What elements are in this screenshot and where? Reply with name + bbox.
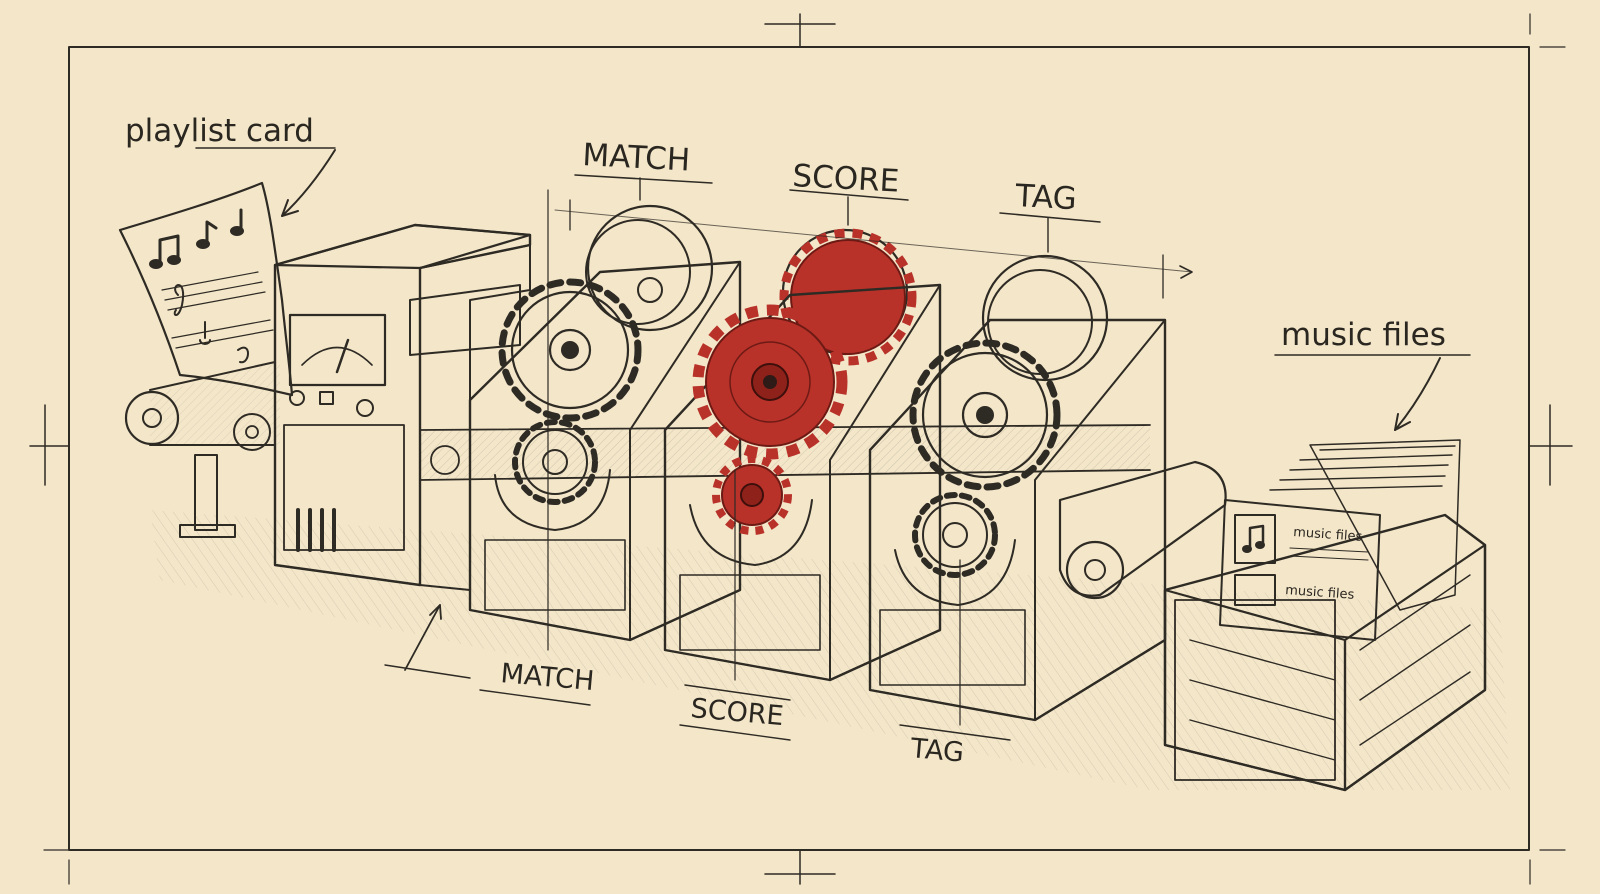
gear-icon — [498, 278, 642, 505]
match-machine — [468, 189, 742, 651]
label-score-top: SCORE — [792, 158, 901, 200]
label-tag-bottom: TAG — [908, 733, 965, 769]
label-tag-top: TAG — [1014, 178, 1078, 217]
record-label-1: music files — [1293, 525, 1363, 545]
gauge-meter-icon — [288, 313, 387, 387]
record-label-2: music files — [1285, 583, 1355, 603]
label-playlist-card: playlist card — [125, 113, 314, 149]
music-note-icon — [1234, 514, 1276, 564]
input-conveyor — [124, 360, 280, 538]
gear-icon — [909, 339, 1061, 578]
playlist-card — [118, 181, 294, 397]
scanner-cabinet — [273, 223, 532, 591]
output-conveyor — [1058, 460, 1227, 600]
label-match-top: MATCH — [582, 137, 691, 179]
label-music-files: music files — [1281, 317, 1446, 353]
wooden-crate-icon — [1163, 439, 1487, 792]
red-gear-back — [790, 239, 906, 355]
music-note-icon — [149, 208, 244, 269]
frame-border — [29, 13, 1573, 885]
gear-icon-red — [692, 304, 848, 535]
annotation-lines — [195, 147, 1471, 741]
score-machine — [663, 228, 942, 682]
